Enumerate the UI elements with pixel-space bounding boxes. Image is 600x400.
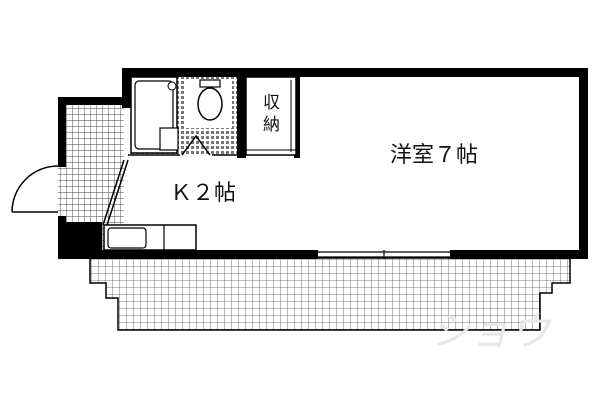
toilet-tank-icon [199, 79, 221, 88]
exterior-walls [58, 68, 588, 259]
entrance-door-icon [11, 165, 59, 213]
window-east [581, 85, 586, 245]
storage-closet [245, 76, 297, 156]
toilet-icon [197, 87, 223, 121]
bathroom-door [128, 134, 240, 156]
shower-head-icon [167, 81, 177, 91]
storage-label-line2: 納 [263, 115, 280, 135]
balcony [89, 257, 571, 331]
kitchen-label: Ｋ２帖 [170, 181, 236, 206]
sink-icon [107, 227, 147, 249]
watermark-text: ショウ [430, 309, 552, 355]
kitchen-partition [102, 159, 129, 226]
western-room-label: 洋室７帖 [390, 143, 478, 168]
balcony-sliding-door [318, 250, 450, 259]
storage-label-line1: 収 [263, 93, 280, 113]
washbasin-icon [159, 127, 179, 151]
